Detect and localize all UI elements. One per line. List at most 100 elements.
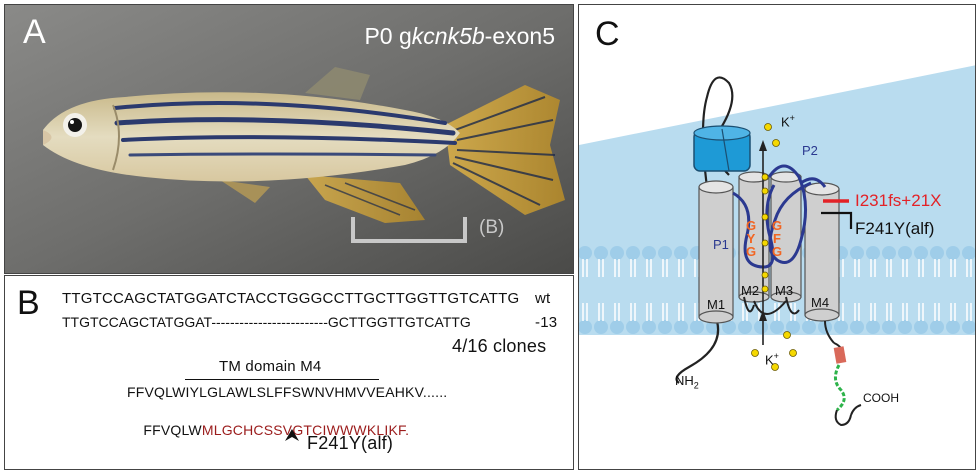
lipid-tail bbox=[630, 259, 636, 277]
title-suffix: -exon5 bbox=[484, 23, 555, 49]
arrowhead-icon bbox=[285, 429, 299, 441]
filter-right-f: F bbox=[773, 231, 781, 246]
panel-a: A P0 gkcnk5b-exon5 (B) bbox=[4, 4, 574, 274]
lipid-head bbox=[754, 320, 768, 334]
channel-diagram bbox=[579, 65, 975, 427]
lipid-tail bbox=[854, 259, 860, 277]
mutation-label: F241Y(alf) bbox=[307, 433, 394, 453]
lipid-head bbox=[642, 320, 656, 334]
p2-label: P2 bbox=[802, 143, 818, 158]
lipid-tail bbox=[902, 303, 908, 321]
lipid-head bbox=[610, 246, 624, 260]
lipid-tail bbox=[646, 259, 652, 277]
lipid-head bbox=[850, 246, 864, 260]
filter-right-g1: G bbox=[771, 218, 783, 233]
lipid-tail bbox=[614, 259, 620, 277]
k-top-label: K+ bbox=[781, 113, 795, 129]
m4-label: M4 bbox=[811, 295, 830, 310]
lipid-head bbox=[722, 320, 736, 334]
mutation-marker-black bbox=[821, 211, 853, 229]
tail-fin bbox=[445, 85, 565, 215]
tm-domain-label: TM domain M4 bbox=[219, 358, 322, 375]
lipid-head bbox=[674, 246, 688, 260]
lipid-head bbox=[642, 246, 656, 260]
panel-a-title: P0 gkcnk5b-exon5 bbox=[364, 23, 555, 50]
lipid-head bbox=[946, 320, 960, 334]
helix-m1 bbox=[698, 180, 734, 324]
mutation-label-red: I231fs+21X bbox=[855, 191, 942, 210]
lipid-head bbox=[658, 320, 672, 334]
lipid-tail bbox=[966, 303, 972, 321]
lipid-head bbox=[802, 320, 816, 334]
lipid-tail bbox=[886, 259, 892, 277]
lipid-tail bbox=[902, 259, 908, 277]
panel-b-label: B bbox=[17, 284, 40, 322]
m3-label: M3 bbox=[775, 283, 794, 298]
filter-left-g1: G bbox=[745, 218, 757, 233]
lipid-head bbox=[674, 320, 688, 334]
lipid-head bbox=[610, 320, 624, 334]
lipid-head bbox=[930, 246, 944, 260]
lipid-tail bbox=[886, 303, 892, 321]
cap-domain bbox=[693, 125, 751, 172]
lipid-tail bbox=[614, 303, 620, 321]
k-bottom-sup: + bbox=[773, 351, 779, 361]
fish-photo bbox=[5, 5, 573, 273]
filter-right: G F G bbox=[771, 219, 783, 258]
dna-wt: TTGTCCAGCTATGGATCTACCTGGGCCTTGCTTGGTTGTC… bbox=[62, 290, 520, 307]
protein-mutant-frameshift: MLGCHCSSVGTCIWWWKLIKF. bbox=[201, 422, 410, 438]
lipid-head bbox=[626, 320, 640, 334]
dna-mutant-tag: -13 bbox=[535, 314, 558, 331]
c-term-green bbox=[834, 364, 846, 412]
lipid-head bbox=[579, 320, 592, 334]
lipid-head bbox=[850, 320, 864, 334]
protein-wt: FFVQLWIYLGLAWLSLFFSWNVHMVVEAHKV...... bbox=[127, 384, 448, 400]
lipid-head bbox=[579, 246, 592, 260]
lipid-tail bbox=[950, 303, 956, 321]
helix-m4 bbox=[804, 182, 840, 322]
m1-label: M1 bbox=[707, 297, 726, 312]
lipid-head bbox=[594, 246, 608, 260]
lipid-tail bbox=[934, 259, 940, 277]
lipid-head bbox=[786, 320, 800, 334]
lipid-head bbox=[914, 320, 928, 334]
lipid-tail bbox=[918, 303, 924, 321]
lipid-head bbox=[866, 320, 880, 334]
lipid-head bbox=[882, 246, 896, 260]
lipid-head bbox=[962, 246, 975, 260]
lipid-head bbox=[594, 320, 608, 334]
lipid-tail bbox=[582, 303, 588, 321]
lipid-head bbox=[626, 246, 640, 260]
filter-left-y: Y bbox=[746, 231, 756, 246]
lipid-head bbox=[770, 320, 784, 334]
lipid-head bbox=[946, 246, 960, 260]
lipid-tail bbox=[662, 303, 668, 321]
p1-label: P1 bbox=[713, 237, 729, 252]
tm-domain-bracket bbox=[185, 379, 379, 380]
k-top-text: K bbox=[781, 114, 790, 130]
lipid-tail bbox=[854, 303, 860, 321]
protein-mutant: FFVQLWMLGCHCSSVGTCIWWWKLIKF. bbox=[127, 406, 409, 454]
clone-count: 4/16 clones bbox=[452, 336, 547, 356]
cooh-label: COOH bbox=[863, 391, 899, 405]
dorsal-fin bbox=[305, 67, 370, 100]
lipid-tail bbox=[662, 259, 668, 277]
lipid-head bbox=[898, 320, 912, 334]
lipid-tail bbox=[870, 303, 876, 321]
nh2-sub: 2 bbox=[693, 380, 699, 391]
c-term-segment bbox=[833, 346, 847, 364]
nh2-label: NH2 bbox=[675, 373, 699, 391]
title-prefix: P0 g bbox=[364, 23, 412, 49]
lipid-head bbox=[658, 246, 672, 260]
lipid-head bbox=[738, 320, 752, 334]
lipid-tail bbox=[678, 259, 684, 277]
nh2-text: NH bbox=[675, 373, 694, 388]
title-gene: kcnk5b bbox=[411, 23, 485, 49]
panel-c-label: C bbox=[595, 15, 620, 53]
filter-left-g2: G bbox=[745, 244, 757, 259]
lipid-tail bbox=[630, 303, 636, 321]
p2-loop bbox=[767, 164, 812, 264]
lipid-head bbox=[690, 320, 704, 334]
m2-label: M2 bbox=[741, 283, 760, 298]
scale-bar bbox=[351, 217, 467, 243]
